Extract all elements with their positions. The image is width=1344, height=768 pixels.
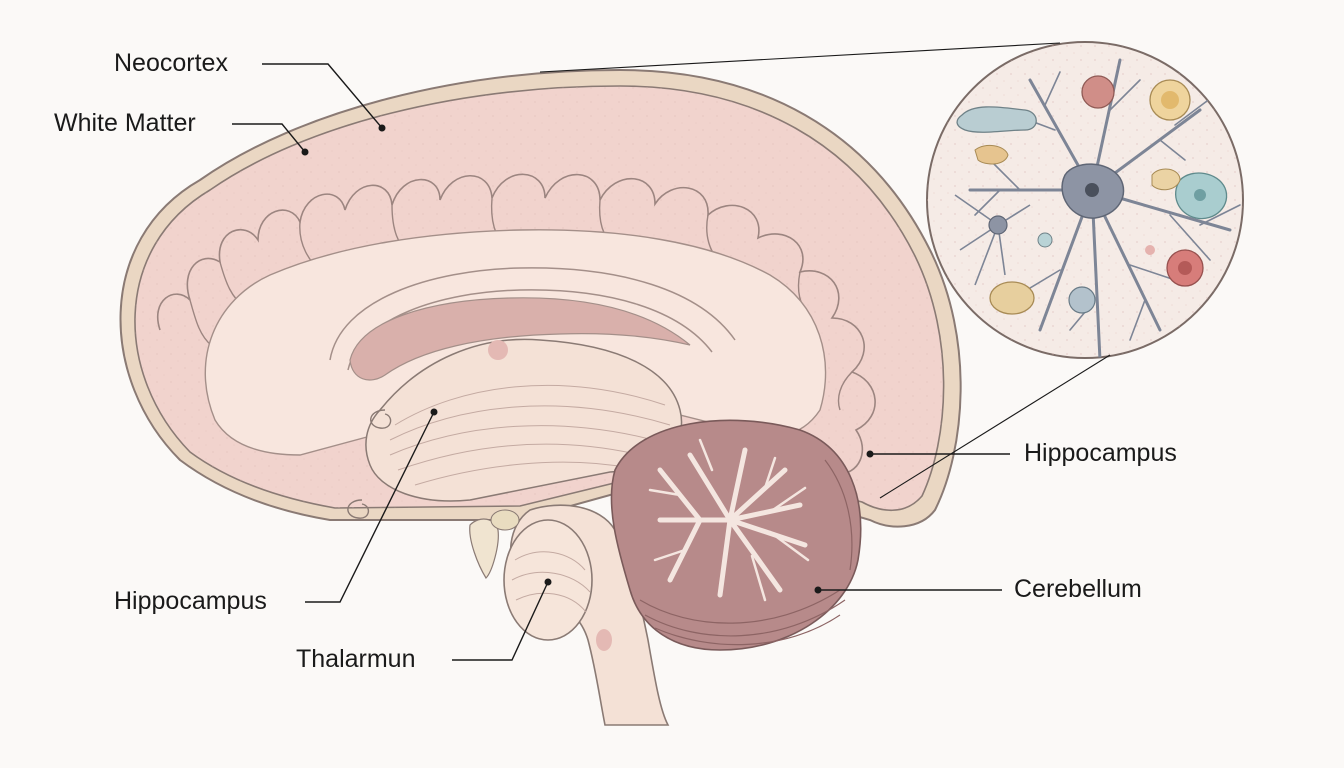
label-hippocampus-right: Hippocampus — [1024, 441, 1177, 466]
label-hippocampus-left: Hippocampus — [114, 589, 267, 614]
label-thalamus: Thalarmun — [296, 647, 416, 672]
label-white-matter: White Matter — [54, 111, 196, 136]
pineal-spot — [488, 340, 508, 360]
label-neocortex: Neocortex — [114, 51, 228, 76]
cerebellum — [611, 420, 860, 650]
inset-connector-top — [540, 43, 1060, 72]
label-cerebellum: Cerebellum — [1014, 577, 1142, 602]
neuron-inset — [920, 40, 1250, 370]
